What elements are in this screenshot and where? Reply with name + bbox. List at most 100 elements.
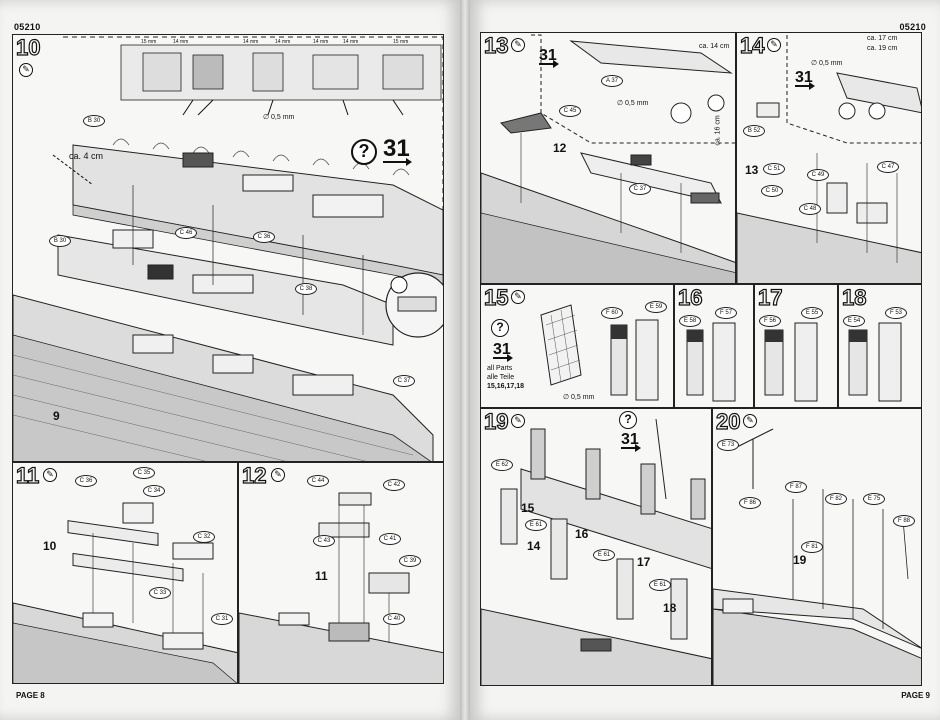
part-callout: F 81 [801,541,823,553]
part-callout: C 36 [253,231,275,243]
step-number: 17 [757,285,783,310]
page-number: PAGE 8 [16,691,45,700]
part-callout: F 86 [739,497,761,509]
part-callout: F 88 [893,515,915,527]
part-callout: C 33 [149,587,171,599]
step-reference: 31 [795,69,815,90]
hull-part-label: 10 [43,539,57,553]
arrow-icon [383,158,412,166]
part-callout: C 38 [295,283,317,295]
step-number: 15 [483,285,509,310]
part-callout: E 55 [801,307,823,319]
all-parts-note: alle Teile [487,374,515,381]
part-callout: F 56 [759,315,781,327]
step-number: 19 [483,409,509,434]
part-callout: C 32 [193,531,215,543]
part-callout: C 37 [393,375,415,387]
arrow-icon [795,82,815,90]
part-callout: C 50 [761,185,783,197]
part-callout: C 47 [877,161,899,173]
step-number: 20 [715,409,741,434]
arrow-icon [621,444,641,452]
part-callout: E 59 [645,301,667,313]
step-reference: 31 [621,431,641,452]
step-14-illustration [737,35,921,283]
part-callout: C 43 [313,535,335,547]
part-callout: B 30 [83,115,105,127]
step-16-illustration [686,322,736,402]
hull-part-label: 12 [553,141,567,155]
step-19-illustration [481,418,711,685]
hull-part-label: 9 [53,409,60,423]
part-callout: B 30 [49,235,71,247]
all-parts-note: all Parts [487,365,513,372]
arrow-icon [493,354,513,362]
part-callout: F 87 [785,481,807,493]
step-15-illustration [540,304,659,401]
part-callout: A 37 [601,75,623,87]
step-10-illustration [13,36,443,461]
step-reference: 31 [493,341,513,362]
hull-part-label: 19 [793,553,807,567]
step-number: 10 [15,35,41,60]
book-gutter [460,0,470,720]
step-12-panel: 12 ✎ 11 C 44 C 42 C 43 C 41 C 39 C 40 [238,462,444,684]
step-14-panel: 14 ✎ 31 ca. 17 cm ca. 19 cm ∅ 0,5 mm 13 … [736,32,922,284]
step-number: 18 [841,285,867,310]
ref-number: 31 [383,135,410,162]
step-reference: 31 [539,47,559,68]
all-parts-steps: 15,16,17,18 [487,383,524,390]
glue-icon: ✎ [43,468,57,482]
step-number: 11 [15,463,40,488]
funnel-label: 15 [521,501,535,515]
length-label: ca. 14 cm [699,43,730,50]
length-label: ca. 19 cm [867,45,898,52]
step-17-illustration [764,322,818,402]
ref-number: 31 [539,47,557,64]
glue-icon: ✎ [271,468,285,482]
step-13-panel: 13 ✎ 31 ca. 14 cm ca. 16 cm ∅ 0,5 mm 12 … [480,32,736,284]
part-callout: E 61 [593,549,615,561]
step-18-panel: 18 E 54 F 53 [838,284,922,408]
ref-number: 31 [493,341,511,358]
part-callout: C 39 [399,555,421,567]
step-11-illustration [13,502,237,683]
step-reference: 31 [383,135,412,166]
drill-label: ∅ 0,5 mm [617,100,649,107]
part-callout: E 54 [843,315,865,327]
part-callout: F 57 [715,307,737,319]
part-callout: E 58 [679,315,701,327]
part-callout: E 61 [525,519,547,531]
part-callout: C 34 [143,485,165,497]
info-question-icon: ? [491,319,509,337]
part-callout: C 37 [629,183,651,195]
ruler-label: 14 mm [243,39,259,45]
part-callout: C 36 [75,475,97,487]
drill-label: ∅ 0,5 mm [263,114,295,121]
kit-number: 05210 [14,22,41,32]
glue-icon: ✎ [511,290,525,304]
glue-icon: ✎ [19,63,33,77]
part-callout: C 49 [807,169,829,181]
ruler-label: 15 mm [393,39,409,45]
arrow-icon [539,60,559,68]
step-11-panel: 11 ✎ 10 C 35 C 36 C 34 C 32 C 33 C 31 [12,462,238,684]
step-number: 16 [677,285,703,310]
right-page: 05210 13 ✎ 31 ca. 14 cm ca. 16 cm ∅ 0,5 … [470,0,940,720]
hull-part-label: 11 [315,569,328,583]
part-callout: F 53 [885,307,907,319]
step-number: 14 [739,33,765,58]
part-callout: C 35 [133,467,155,479]
info-question-icon: ? [619,411,637,429]
step-18-illustration [848,322,902,402]
funnel-label: 17 [637,555,651,569]
step-19-panel: 19 ✎ ? 31 15 16 17 18 14 E 62 E 61 E 61 … [480,408,712,686]
part-callout: E 73 [717,439,739,451]
ruler-label: 14 mm [173,39,189,45]
part-callout: E 61 [649,579,671,591]
length-label: ca. 17 cm [867,35,898,42]
kit-number: 05210 [899,22,926,32]
part-callout: F 82 [825,493,847,505]
funnel-label: 16 [575,527,589,541]
info-question-icon: ? [351,139,377,165]
